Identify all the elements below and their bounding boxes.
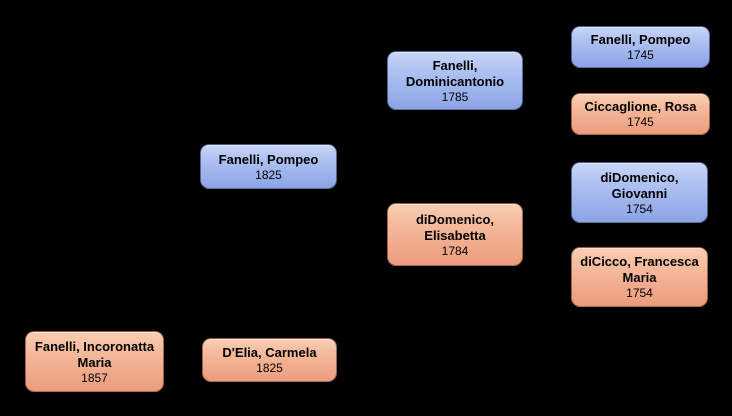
person-name: diDomenico, Elisabetta bbox=[415, 211, 494, 243]
person-year: 1754 bbox=[626, 286, 653, 300]
person-box-dicicco-francesca-maria-1754[interactable]: diCicco, Francesca Maria 1754 bbox=[571, 247, 708, 307]
person-year: 1857 bbox=[81, 370, 108, 385]
person-year: 1784 bbox=[441, 243, 469, 258]
person-box-didomenico-elisabetta-1784[interactable]: diDomenico, Elisabetta 1784 bbox=[387, 203, 523, 266]
person-year: 1754 bbox=[626, 201, 653, 216]
person-box-fanelli-pompeo-1825[interactable]: Fanelli, Pompeo 1825 bbox=[200, 144, 337, 189]
person-box-didomenico-giovanni-1754[interactable]: diDomenico, Giovanni 1754 bbox=[571, 162, 708, 223]
person-year: 1825 bbox=[255, 167, 282, 182]
person-name: diCicco, Francesca Maria bbox=[580, 254, 699, 285]
person-name: Ciccaglione, Rosa bbox=[584, 99, 697, 114]
person-name: Fanelli, Incoronatta Maria bbox=[34, 338, 155, 370]
person-name: diDomenico, Giovanni bbox=[600, 169, 679, 201]
person-year: 1825 bbox=[256, 361, 283, 375]
person-box-fanelli-incoronatta-maria-1857[interactable]: Fanelli, Incoronatta Maria 1857 bbox=[25, 331, 164, 392]
person-name: Fanelli, Pompeo bbox=[590, 32, 691, 47]
person-year: 1745 bbox=[627, 48, 654, 62]
person-year: 1785 bbox=[441, 89, 469, 104]
person-name: Fanelli, Dominicantonio bbox=[405, 57, 505, 89]
person-name: Fanelli, Pompeo bbox=[218, 151, 319, 167]
person-box-delia-carmela-1825[interactable]: D'Elia, Carmela 1825 bbox=[202, 338, 337, 382]
person-box-fanelli-pompeo-1745[interactable]: Fanelli, Pompeo 1745 bbox=[571, 26, 710, 68]
person-box-ciccaglione-rosa-1745[interactable]: Ciccaglione, Rosa 1745 bbox=[571, 93, 710, 135]
person-box-fanelli-dominicantonio-1785[interactable]: Fanelli, Dominicantonio 1785 bbox=[387, 51, 523, 110]
person-year: 1745 bbox=[627, 115, 654, 129]
person-name: D'Elia, Carmela bbox=[222, 345, 317, 360]
